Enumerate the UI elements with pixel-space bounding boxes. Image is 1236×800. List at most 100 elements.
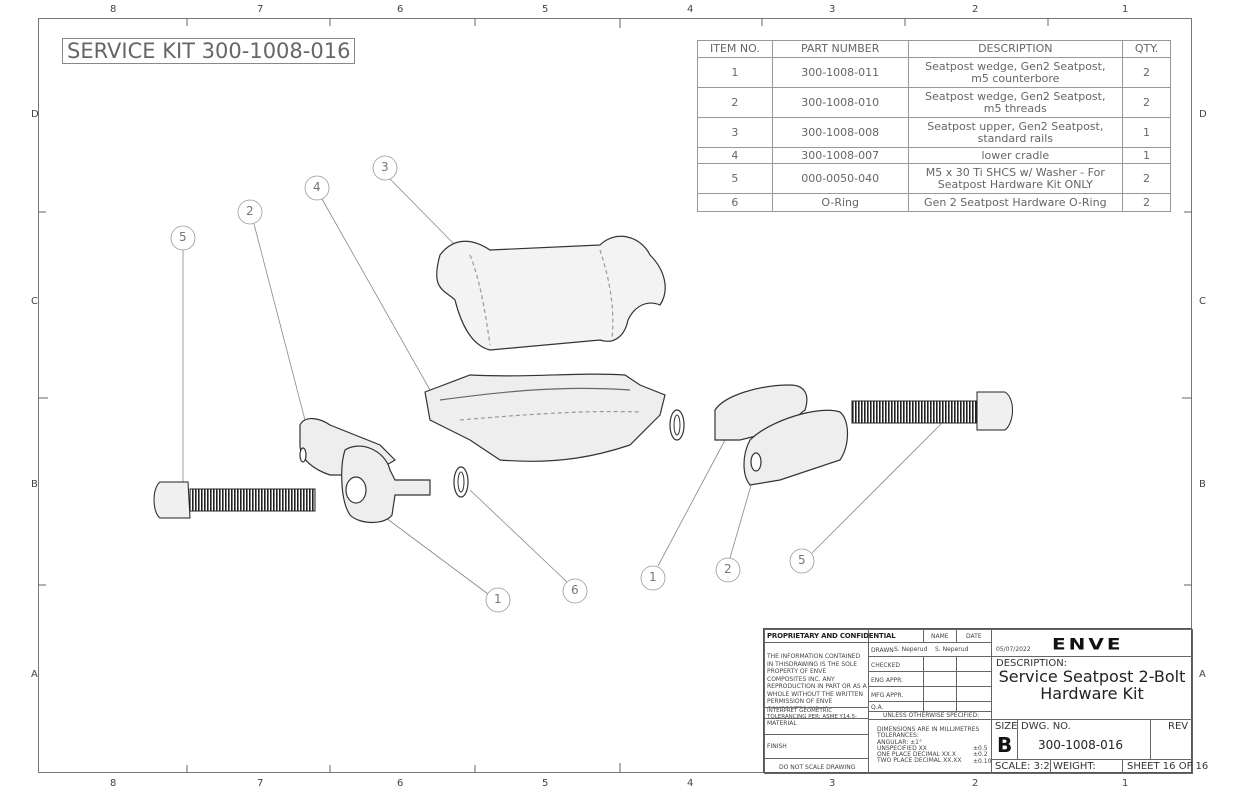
- bom-item: 2: [697, 87, 773, 118]
- qa-label: Q.A.: [871, 704, 884, 711]
- balloon-item: 6: [571, 583, 579, 597]
- bom-desc-line: Seatpost wedge, Gen2 Seatpost,: [925, 59, 1106, 73]
- bom-desc-line: Seatpost upper, Gen2 Seatpost,: [927, 119, 1104, 133]
- zone-col: 4: [687, 4, 694, 15]
- bom-header: DESCRIPTION: [907, 40, 1124, 58]
- part-o-ring: [453, 466, 469, 498]
- tol-line: TOLERANCES:: [877, 732, 919, 740]
- tol-line: TWO PLACE DECIMAL XX.XX: [877, 757, 962, 765]
- tol-value: ±0.5: [973, 745, 988, 752]
- kit-title: SERVICE KIT 300-1008-016: [62, 38, 356, 64]
- zone-col: 2: [972, 4, 979, 15]
- bom-part: 000-0050-040: [771, 163, 909, 194]
- unless-specified: UNLESS OTHERWISE SPECIFIED:: [883, 712, 980, 719]
- bom-item: 6: [697, 193, 773, 212]
- zone-col: 1: [1122, 778, 1129, 789]
- part-wedge-left: [299, 418, 431, 524]
- bom-qty: 1: [1122, 117, 1171, 148]
- rev-label: REV: [1168, 721, 1189, 732]
- date-header: DATE: [966, 633, 982, 640]
- part-wedge-right: [714, 384, 849, 486]
- zone-ticks: [38, 18, 1192, 773]
- zone-row: B: [31, 479, 38, 490]
- do-not-scale-label: DO NOT SCALE DRAWING: [779, 764, 856, 771]
- balloon-item: 1: [649, 570, 657, 584]
- material-label: MATERIAL: [767, 720, 797, 727]
- bom-part: 300-1008-010: [771, 87, 909, 118]
- dwg-no-label: DWG. NO.: [1021, 721, 1071, 732]
- zone-col: 2: [972, 778, 979, 789]
- bom-header-row: ITEM NO. PART NUMBER DESCRIPTION QTY.: [697, 40, 1171, 58]
- bom-desc-line: m5 counterbore: [971, 71, 1060, 85]
- balloon-item: 2: [724, 562, 732, 576]
- tol-line: UNSPECIFIED XX: [877, 744, 927, 752]
- zone-row: C: [31, 296, 38, 307]
- zone-row: B: [1199, 479, 1206, 490]
- tolerances: DIMENSIONS ARE IN MILLIMETRES TOLERANCES…: [868, 719, 992, 774]
- drawn-name-overlap: S. Neperud: [935, 646, 969, 653]
- size-value: B: [997, 733, 1013, 757]
- zone-row: A: [31, 669, 38, 680]
- drawn-label: DRAWN: [871, 647, 894, 654]
- zone-row: D: [1199, 109, 1207, 120]
- bom-desc: lower cradle: [907, 147, 1124, 164]
- drawn-name: S. Neperud: [894, 646, 928, 653]
- part-bolt-left: [153, 481, 316, 519]
- zone-col: 7: [257, 778, 264, 789]
- checked-label: CHECKED: [871, 662, 901, 669]
- bom-part: O-Ring: [771, 193, 909, 212]
- description-label: DESCRIPTION:: [996, 658, 1068, 669]
- drawing-border: [38, 18, 1192, 773]
- zone-col: 3: [829, 4, 836, 15]
- bom-qty: 2: [1122, 163, 1171, 194]
- bom-desc-line: m5 threads: [983, 101, 1047, 115]
- balloon-item: 1: [494, 592, 502, 606]
- zone-row: C: [1199, 296, 1206, 307]
- bom-qty: 2: [1122, 193, 1171, 212]
- part-o-ring: [669, 409, 685, 441]
- logo-text: ENVE: [1052, 634, 1124, 654]
- zone-row: A: [1199, 669, 1206, 680]
- bom-desc-line: Seatpost Hardware Kit ONLY: [937, 177, 1093, 191]
- zone-col: 5: [542, 778, 549, 789]
- balloons: [170, 155, 815, 613]
- enve-logo: ENVE: [991, 629, 1193, 657]
- bom-item: 3: [697, 117, 773, 148]
- bom-header: PART NUMBER: [771, 40, 909, 58]
- mfg-appr-label: MFG APPR.: [871, 692, 904, 699]
- leader-lines: [182, 178, 946, 595]
- zone-col: 3: [829, 778, 836, 789]
- sheet-label: SHEET 16 OF 16: [1127, 761, 1209, 772]
- bom-desc-line: Seatpost wedge, Gen2 Seatpost,: [925, 89, 1106, 103]
- zone-col: 8: [110, 4, 117, 15]
- part-o-ring-inner: [673, 414, 681, 436]
- zone-col: 6: [397, 4, 404, 15]
- description-line2: Hardware Kit: [1040, 684, 1144, 703]
- balloon-item: 5: [798, 553, 806, 567]
- bom-desc: Seatpost upper, Gen2 Seatpost,standard r…: [907, 117, 1124, 148]
- bom-desc: Seatpost wedge, Gen2 Seatpost,m5 counter…: [907, 57, 1124, 88]
- bom-desc-line: M5 x 30 Ti SHCS w/ Washer - For: [925, 165, 1105, 179]
- scale-label: SCALE: 3:2: [995, 761, 1050, 772]
- zone-col: 5: [542, 4, 549, 15]
- dwg-no-value: 300-1008-016: [1038, 738, 1124, 752]
- bom-part: 300-1008-011: [771, 57, 909, 88]
- drawn-date: 05/07/2022: [996, 646, 1031, 653]
- tol-line: DIMENSIONS ARE IN MILLIMETRES: [877, 726, 980, 733]
- balloon-item: 3: [381, 160, 389, 174]
- bom-part: 300-1008-007: [771, 147, 909, 164]
- description-line1: Service Seatpost 2-Bolt: [998, 667, 1186, 686]
- zone-col: 4: [687, 778, 694, 789]
- bom-desc: Gen 2 Seatpost Hardware O-Ring: [907, 193, 1124, 212]
- tol-line: ANGULAR: ±1°: [877, 738, 922, 746]
- bom-part: 300-1008-008: [771, 117, 909, 148]
- bom-item: 5: [697, 163, 773, 194]
